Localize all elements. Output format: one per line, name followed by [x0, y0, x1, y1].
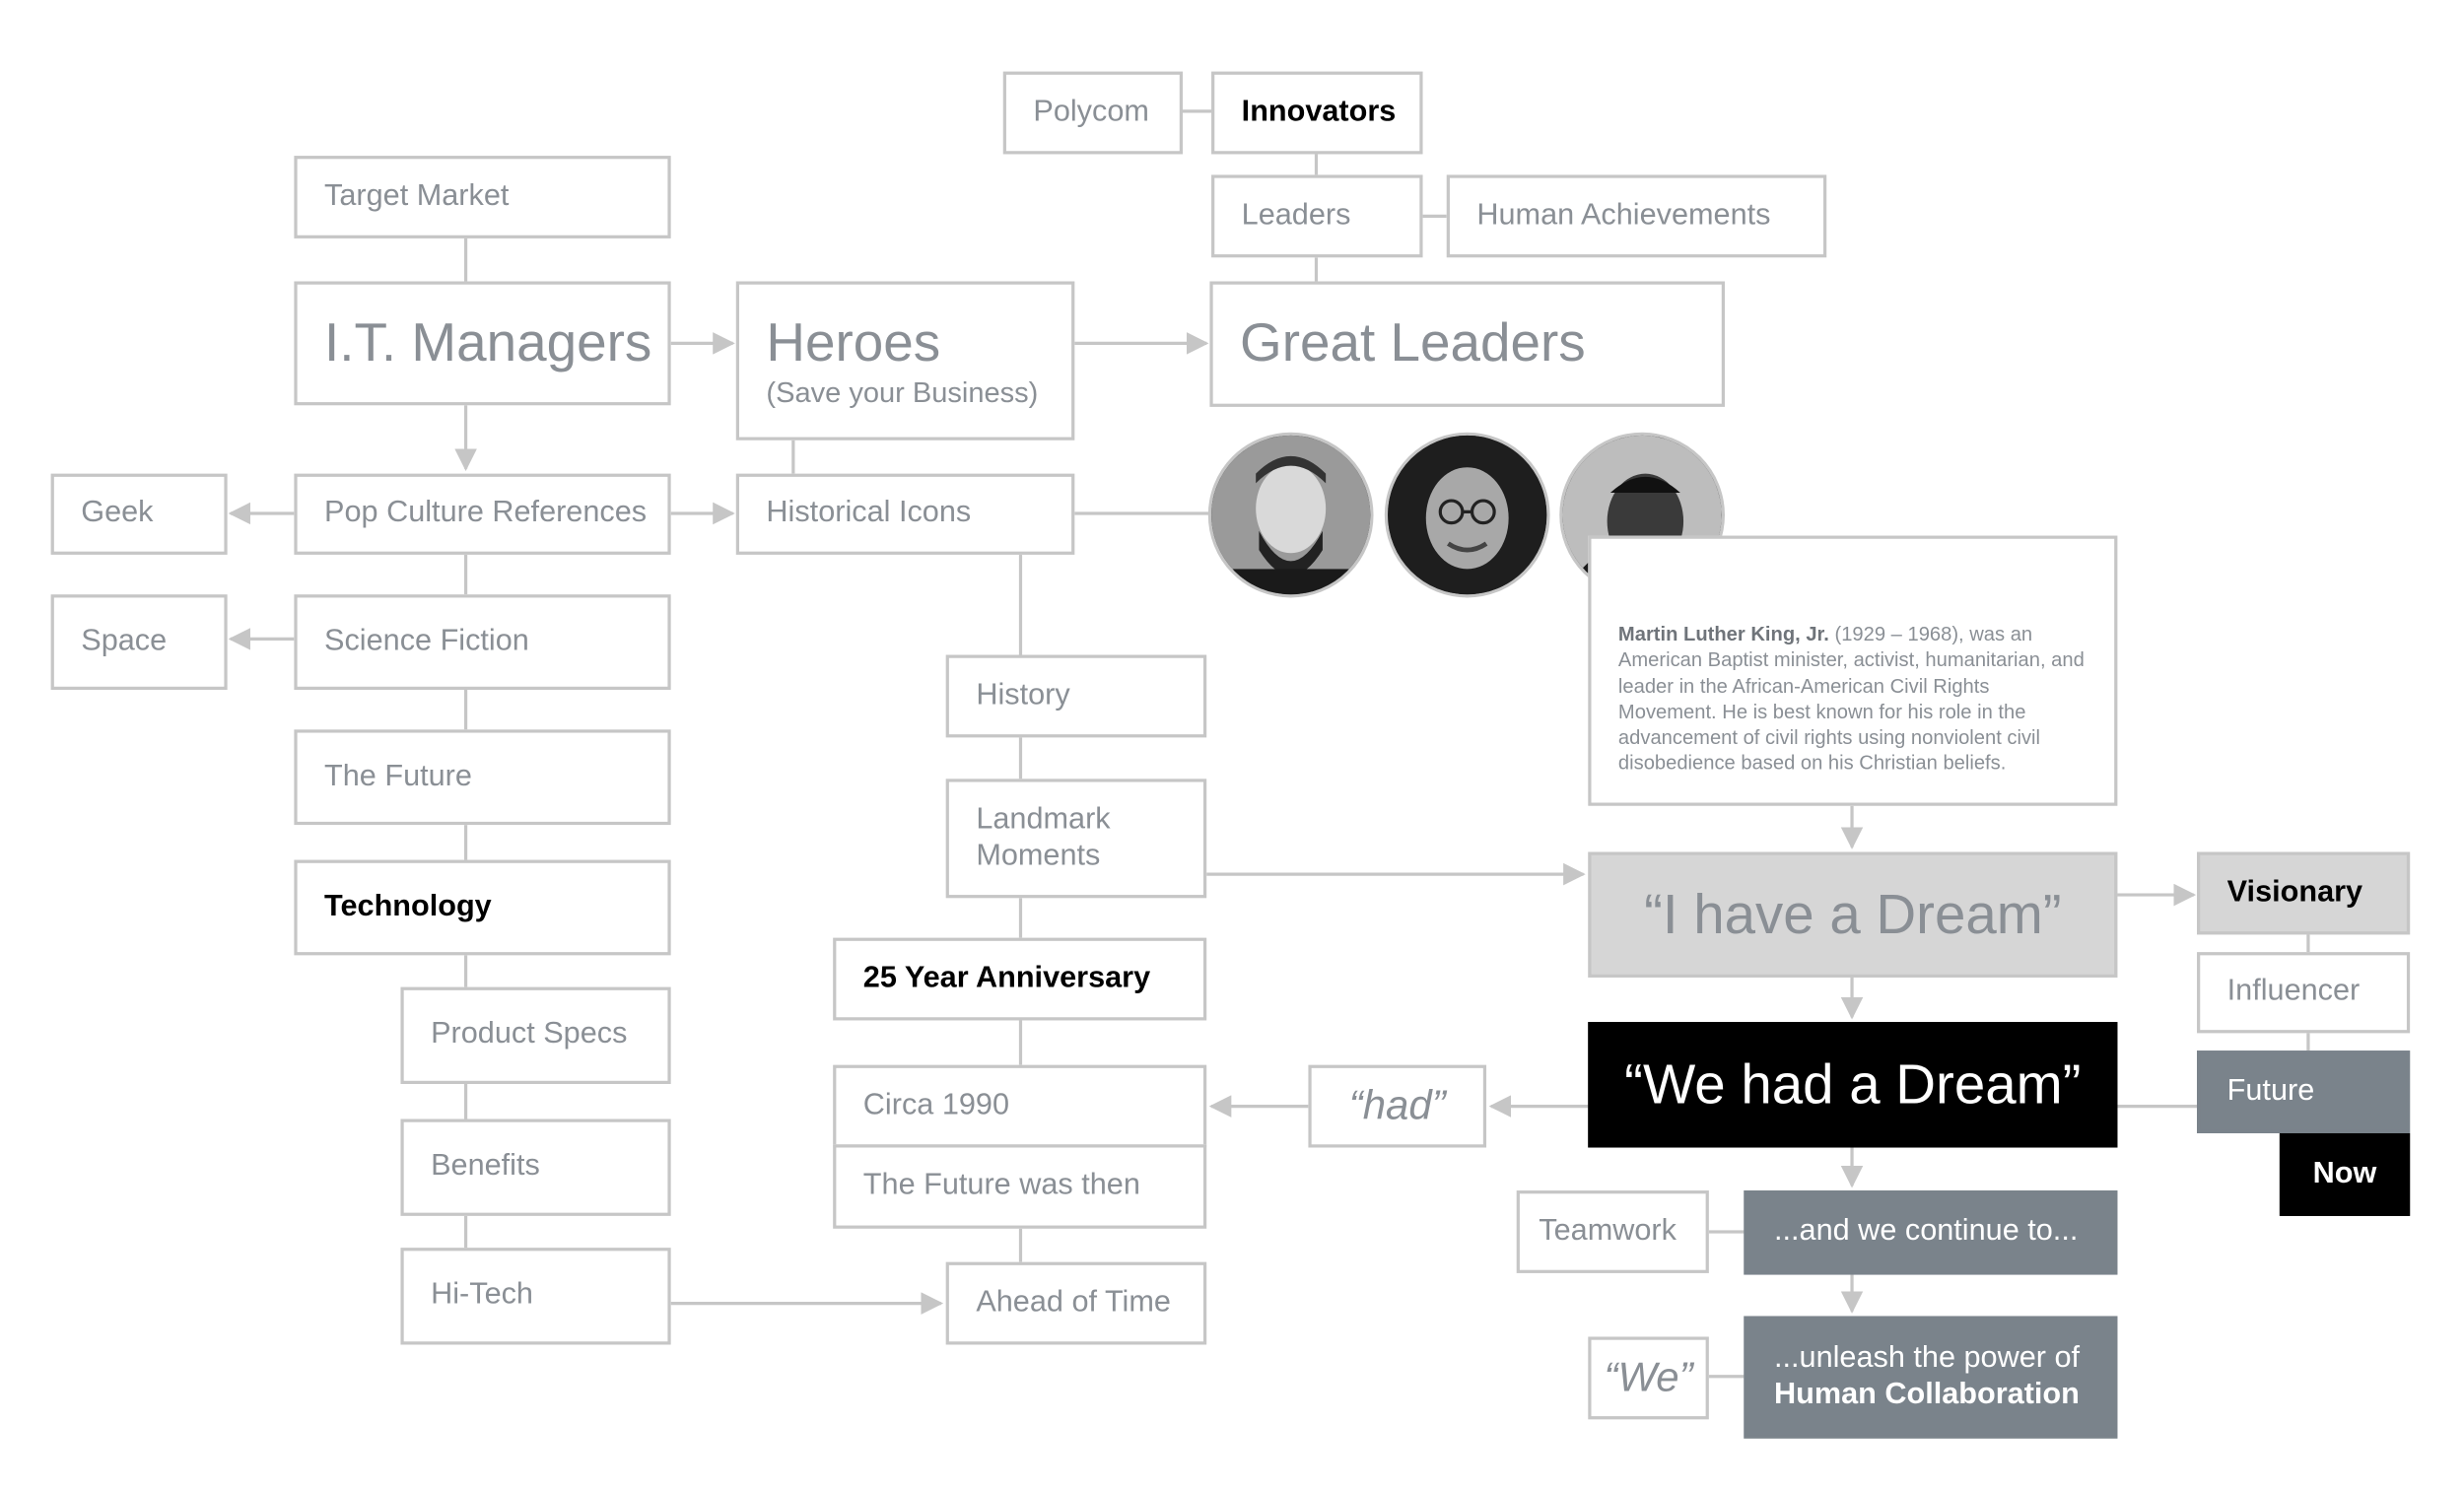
unleash-line-1: ...unleash the power of [1773, 1340, 2081, 1375]
node-the-future: The Future [294, 729, 671, 826]
bio-name: Martin Luther King, Jr. [1617, 623, 1829, 645]
node-historical-icons: Historical Icons [735, 473, 1075, 555]
node-geek: Geek [50, 473, 228, 555]
node-polycom: Polycom [1002, 71, 1183, 155]
node-had: “had” [1308, 1064, 1487, 1148]
lincoln-face-icon [1211, 435, 1371, 595]
gandhi-face-icon [1388, 435, 1547, 595]
node-leaders: Leaders [1211, 174, 1423, 258]
node-technology: Technology [294, 859, 671, 956]
heroes-title: Heroes [766, 312, 941, 373]
node-innovators: Innovators [1211, 71, 1423, 155]
node-hi-tech: Hi-Tech [400, 1248, 671, 1345]
node-benefits: Benefits [400, 1118, 671, 1216]
node-ahead-of-time: Ahead of Time [945, 1261, 1207, 1345]
node-great-leaders: Great Leaders [1209, 281, 1725, 407]
abraham-lincoln-portrait [1207, 432, 1374, 598]
node-and-we-continue: ...and we continue to... [1744, 1190, 2118, 1275]
node-space: Space [50, 594, 228, 690]
node-circa-1990: Circa 1990 [833, 1064, 1207, 1148]
node-future: Future [2197, 1050, 2411, 1133]
node-pop-culture-references: Pop Culture References [294, 473, 671, 555]
node-human-achievements: Human Achievements [1446, 174, 1827, 258]
heroes-subtitle: (Save your Business) [766, 375, 1039, 408]
node-history: History [945, 654, 1207, 738]
node-it-managers: I.T. Managers [294, 281, 671, 406]
node-we-had-a-dream: “We had a Dream” [1588, 1022, 2118, 1148]
node-now: Now [2279, 1132, 2411, 1216]
node-we: “We” [1588, 1336, 1709, 1420]
landmark-line-2: Moments [976, 838, 1101, 872]
mahatma-gandhi-portrait [1384, 432, 1550, 598]
node-landmark-moments: Landmark Moments [945, 779, 1207, 899]
landmark-line-1: Landmark [976, 802, 1111, 836]
node-target-market: Target Market [294, 156, 671, 238]
node-25-year-anniversary: 25 Year Anniversary [833, 937, 1207, 1021]
bio-text: (1929 – 1968), was an American Baptist m… [1617, 623, 2085, 776]
node-visionary: Visionary [2197, 851, 2411, 935]
node-science-fiction: Science Fiction [294, 594, 671, 690]
node-influencer: Influencer [2197, 952, 2411, 1034]
mlk-biography: Martin Luther King, Jr. (1929 – 1968), w… [1588, 535, 2118, 806]
node-heroes: Heroes (Save your Business) [735, 281, 1075, 441]
node-teamwork: Teamwork [1516, 1190, 1709, 1273]
node-future-was-then: The Future was then [833, 1144, 1207, 1229]
unleash-line-2: Human Collaboration [1773, 1377, 2080, 1411]
node-product-specs: Product Specs [400, 986, 671, 1084]
node-unleash-human-collaboration: ...unleash the power of Human Collaborat… [1744, 1316, 2118, 1439]
node-i-have-a-dream: “I have a Dream” [1588, 851, 2118, 978]
